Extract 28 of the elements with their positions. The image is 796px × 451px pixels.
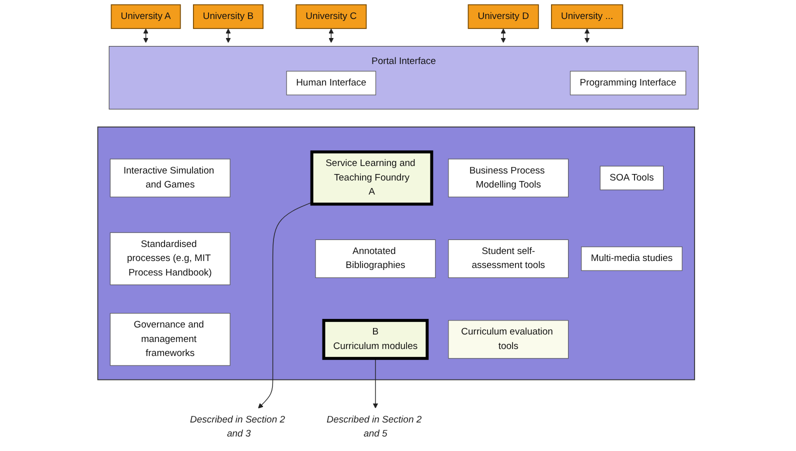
node-box: SOA Tools [600,166,664,190]
node-box: Annotated Bibliographies [315,239,436,278]
node-box: Multi-media studies [581,246,682,271]
arrow [143,28,148,43]
node-box: University ... [551,4,624,29]
arrow [258,202,312,408]
node-box: Human Interface [286,70,376,96]
cluster [97,126,696,380]
node-box: Student self-assessment tools [448,239,569,278]
node-box: University A [110,4,181,29]
arrow [372,358,378,408]
node-box: Standardised processes (e.g, MIT Process Handbook) [110,232,230,286]
node-text: Described in Section 2 and 3 [190,414,285,440]
node-box: University B [192,4,264,29]
arrow [584,28,590,43]
arrow [328,28,334,43]
node-box: Curriculum evaluation tools [448,320,569,359]
node-box: Service Learning and Teaching Foundry A [310,150,434,206]
node-box: University D [468,4,539,29]
node-box: Business Process Modelling Tools [448,158,569,198]
node-box: Interactive Simulation and Games [110,158,230,198]
node-box: Programming Interface [570,70,686,96]
node-box: University C [296,4,367,29]
arrow [226,28,231,43]
node-box: Governance and management frameworks [110,313,230,366]
node-box: B Curriculum modules [322,318,429,360]
node-text: Described in Section 2 and 5 [326,414,422,440]
arrow [500,28,506,43]
